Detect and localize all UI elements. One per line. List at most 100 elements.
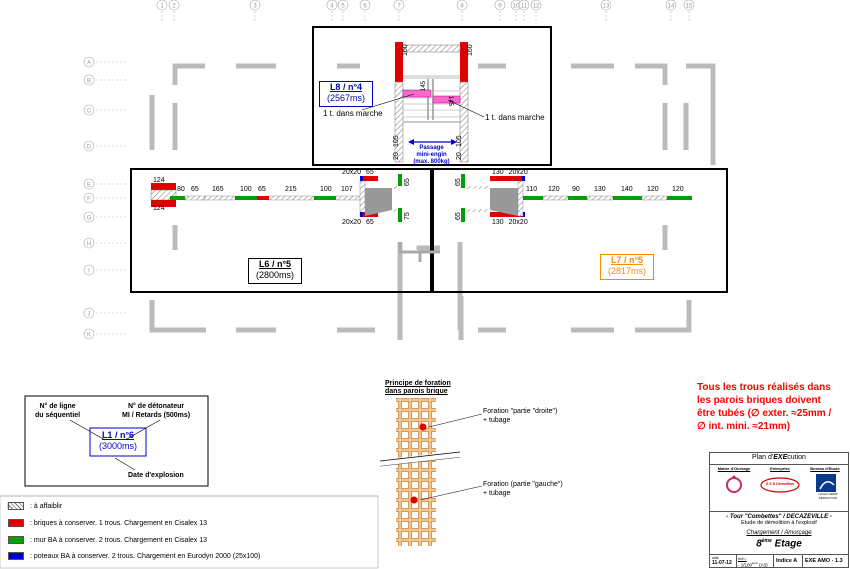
- legend-swatch: [8, 552, 24, 560]
- grid-col-bubble: [530, 0, 542, 11]
- grid-row-label: E: [87, 183, 91, 189]
- l8-time: (2567ms): [326, 93, 365, 103]
- gsd-logo-text: G S D Démolition: [765, 482, 795, 486]
- grid-col-label: 8: [460, 4, 464, 10]
- cerip-logo-text: conseil CERIP DEMOLITION: [818, 492, 838, 500]
- key-center-frame: [89, 427, 147, 457]
- moa-logo-icon: [726, 475, 742, 493]
- grid-col-bubble: [456, 0, 468, 11]
- legend-item: : briques à conserver. 1 trous. Chargeme…: [8, 519, 207, 527]
- grid-row-label: A: [87, 61, 91, 67]
- dim-bottom-right-b: 20: [456, 152, 463, 160]
- l7-title: L7 / n°5: [610, 255, 644, 265]
- drawing-scale: - 1/100ème (A3): [738, 561, 768, 568]
- legend-text: : poteaux BA à conserver. 2 trous. Charg…: [30, 552, 261, 560]
- l7-seg-dim: 140: [621, 186, 633, 193]
- key-date: Date d'explosion: [128, 472, 184, 479]
- l7-seg-dim: 130: [594, 186, 606, 193]
- dim-bottom-left-b: 20: [393, 152, 400, 160]
- bet-label: Bureau d'Etude: [810, 466, 840, 471]
- grid-row-bubble: [83, 192, 95, 204]
- grid-col-bubble: [494, 0, 506, 11]
- foration-right-note: Foration "partie "droite")+ tubage: [483, 408, 558, 424]
- grid-col-bubble: [393, 0, 405, 11]
- grid-col-bubble: [326, 0, 338, 11]
- dim-l7-side-top: 65: [455, 178, 462, 186]
- legend-item: : mur BA à conserver. 2 trous. Chargemen…: [8, 536, 207, 544]
- grid-col-bubble: [337, 0, 349, 11]
- grid-row-label: C: [87, 109, 92, 115]
- study-name: Etude de démolition à l'explosif: [741, 520, 817, 526]
- grid-row-bubble: [83, 56, 95, 68]
- grid-row-bubble: [83, 237, 95, 249]
- l8-title: L8 / n°4: [329, 82, 363, 92]
- l6-title: L6 / n°5: [258, 259, 292, 269]
- grid-col-bubble: [600, 0, 612, 11]
- grid-col-label: 15: [686, 4, 693, 10]
- l6-seg-dim: 65: [191, 186, 199, 193]
- grid-col-label: 6: [363, 4, 367, 10]
- step-note-left: 1 t. dans marche: [323, 109, 383, 118]
- dim-l6-pillar-top: 20x20 65: [342, 169, 374, 176]
- dim-top-right: 160: [467, 44, 474, 56]
- l7-label-box: L7 / n°5 (2817ms): [600, 254, 654, 280]
- dim-l6-side-top: 65: [404, 178, 411, 186]
- title-footer: date 11-07-12 éch.: - 1/100ème (A3) Indi…: [710, 554, 848, 568]
- grid-col-label: 1: [160, 4, 164, 10]
- l6-seg-dim: 100: [320, 186, 332, 193]
- grid-row-bubble: [83, 328, 95, 340]
- grid-col-bubble: [249, 0, 261, 11]
- dim-l7-bottom: 130 20x20: [492, 219, 528, 226]
- l7-wall-line: [461, 174, 692, 222]
- l8-stair-core: [361, 42, 485, 163]
- ent-label: Entreprise: [770, 466, 790, 471]
- grid-row-bubble: [83, 264, 95, 276]
- passage-label: Passage mini-engin (max. 800kg): [413, 145, 450, 165]
- grid-row-bubble: [83, 211, 95, 223]
- grid-row-label: B: [87, 79, 91, 85]
- key-box-leaders: [69, 419, 161, 471]
- grid-col-bubble: [156, 0, 168, 11]
- moa-label: Maître d'Ouvrage: [717, 466, 751, 471]
- dim-l6-end-bottom: 124: [153, 205, 165, 212]
- grid-row-bubble: [83, 74, 95, 86]
- cerip-logo-icon: [816, 474, 836, 492]
- l7-seg-dim: 120: [672, 186, 684, 193]
- legend-text: : mur BA à conserver. 2 trous. Chargemen…: [30, 536, 208, 544]
- legend-item: : à affaiblir: [8, 502, 62, 510]
- grid-col-bubble: [683, 0, 695, 11]
- l6-label-box: L6 / n°5 (2800ms): [248, 258, 302, 284]
- grid-col-label: 11: [521, 4, 528, 10]
- l6-zone-frame: [130, 168, 432, 293]
- grid-row-bubble: [83, 140, 95, 152]
- grid-col-label: 2: [172, 4, 176, 10]
- legend-swatch: [8, 502, 24, 510]
- l6-seg-dim: 100: [240, 186, 252, 193]
- grid-row-label: I: [88, 269, 90, 275]
- title-logos: [726, 474, 836, 493]
- title-block: Plan d'EXEcution Maître d'Ouvrage Entrep…: [709, 452, 849, 568]
- dim-stair-left: 145: [421, 80, 427, 91]
- grid-row-label: J: [88, 312, 91, 318]
- l7-seg-dim: 90: [572, 186, 580, 193]
- grid-col-label: 14: [668, 4, 675, 10]
- building-outline: [149, 63, 716, 340]
- legend-item: : poteaux BA à conserver. 2 trous. Charg…: [8, 552, 260, 560]
- grid-row-label: G: [87, 216, 92, 222]
- grid-col-bubble: [665, 0, 677, 11]
- foration-left-note: Foration (partie "gauche")+ tubage: [483, 481, 563, 497]
- legend-swatch: [8, 519, 24, 527]
- grid-row-label: H: [87, 242, 91, 248]
- l6-seg-dim: 215: [285, 186, 297, 193]
- dim-l6-pillar-bottom: 20x20 65: [342, 219, 374, 226]
- dim-l7-side-bottom: 65: [455, 212, 462, 220]
- l6-seg-dim: 65: [258, 186, 266, 193]
- key-center-label: L1 / n°6 (3000ms): [98, 430, 137, 451]
- l7-seg-dim: 120: [647, 186, 659, 193]
- drawing-index: Indice A: [776, 558, 798, 564]
- l7-time: (2817ms): [607, 266, 646, 276]
- l8-zone-frame: [312, 26, 552, 166]
